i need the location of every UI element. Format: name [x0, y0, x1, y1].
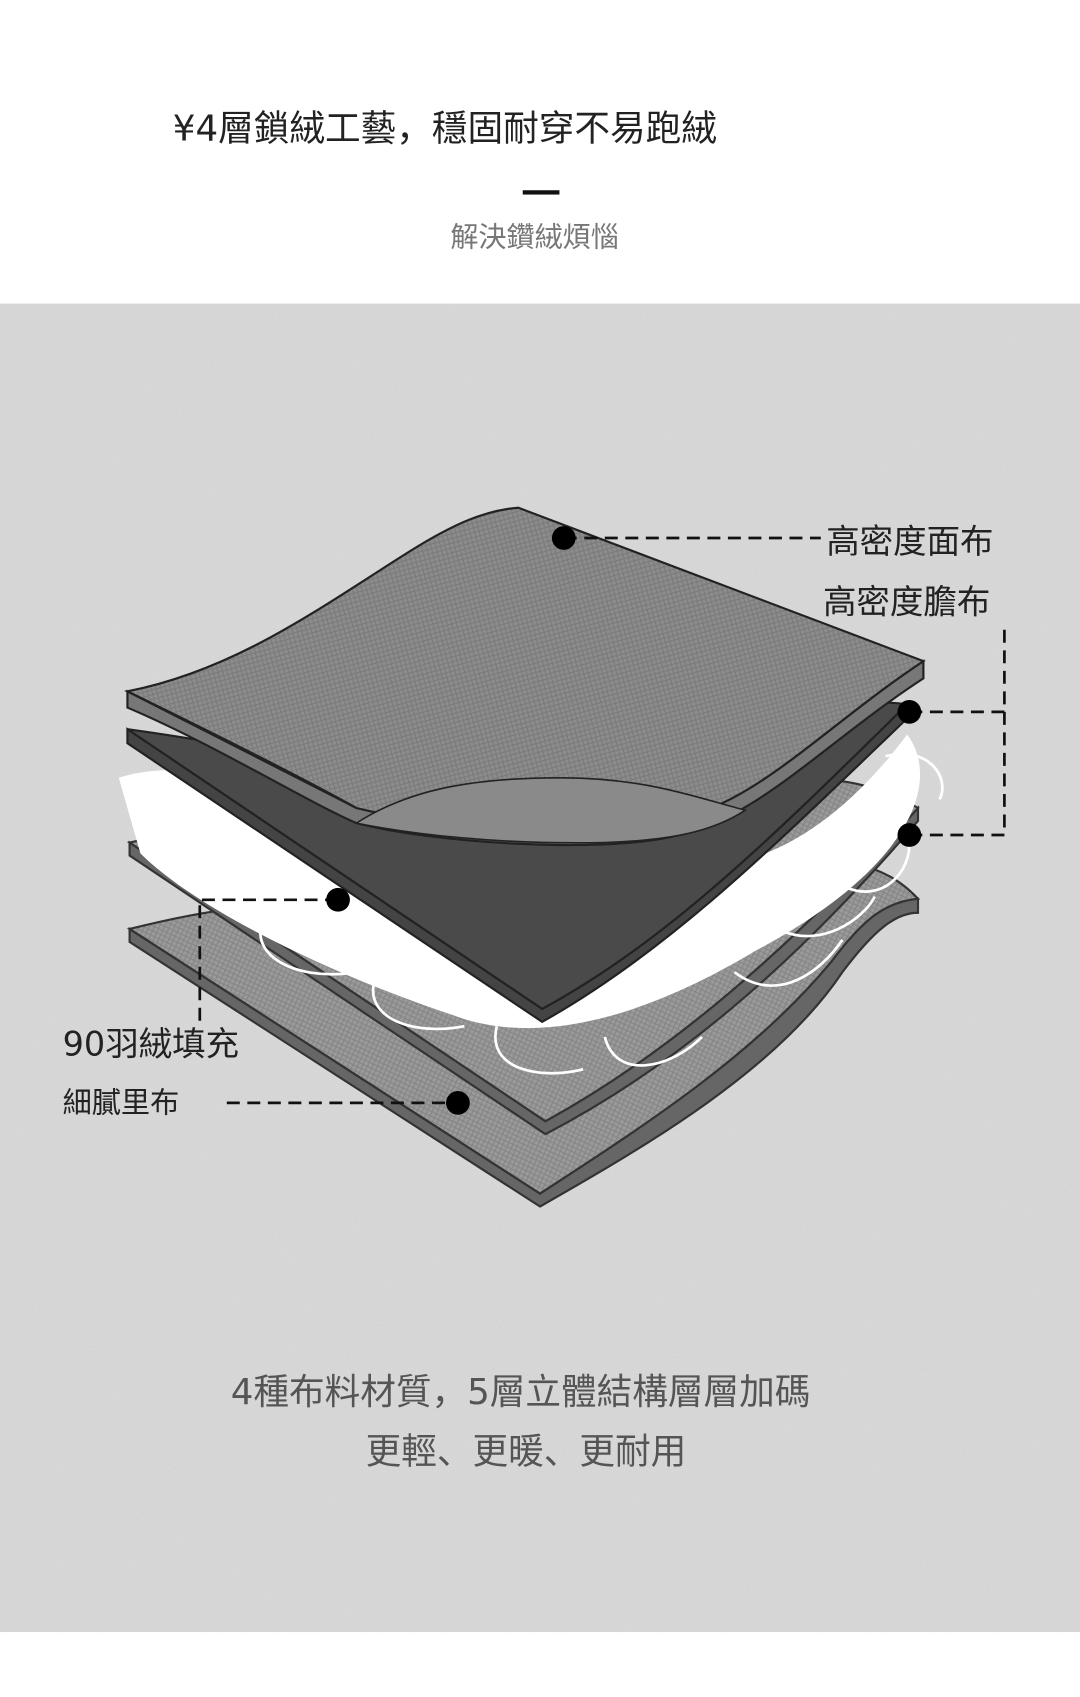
label-outer-fabric: 高密度面布	[826, 522, 993, 561]
headline: ¥4層鎖絨工藝，穩固耐穿不易跑絨	[173, 109, 717, 150]
marker-dots	[326, 526, 922, 1115]
label-filling: 90羽絨填充	[63, 1024, 239, 1063]
marker-dot	[551, 526, 576, 550]
label-inner-fabric: 高密度膽布	[823, 583, 990, 622]
outer-fabric-layer	[124, 506, 926, 847]
footer-line-1: 4種布料材質，5層立體結構層層加碼	[231, 1372, 811, 1413]
marker-dot	[326, 887, 350, 912]
subheadline: 解決鑽絨煩惱	[450, 220, 618, 253]
marker-dot	[897, 823, 922, 847]
footer-line-2: 更輕、更暖、更耐用	[366, 1432, 687, 1473]
leader-lines	[198, 536, 1006, 1105]
divider-dash	[522, 190, 560, 195]
label-lining: 細膩里布	[63, 1086, 180, 1120]
marker-dot	[897, 700, 922, 724]
marker-dot	[446, 1090, 470, 1115]
